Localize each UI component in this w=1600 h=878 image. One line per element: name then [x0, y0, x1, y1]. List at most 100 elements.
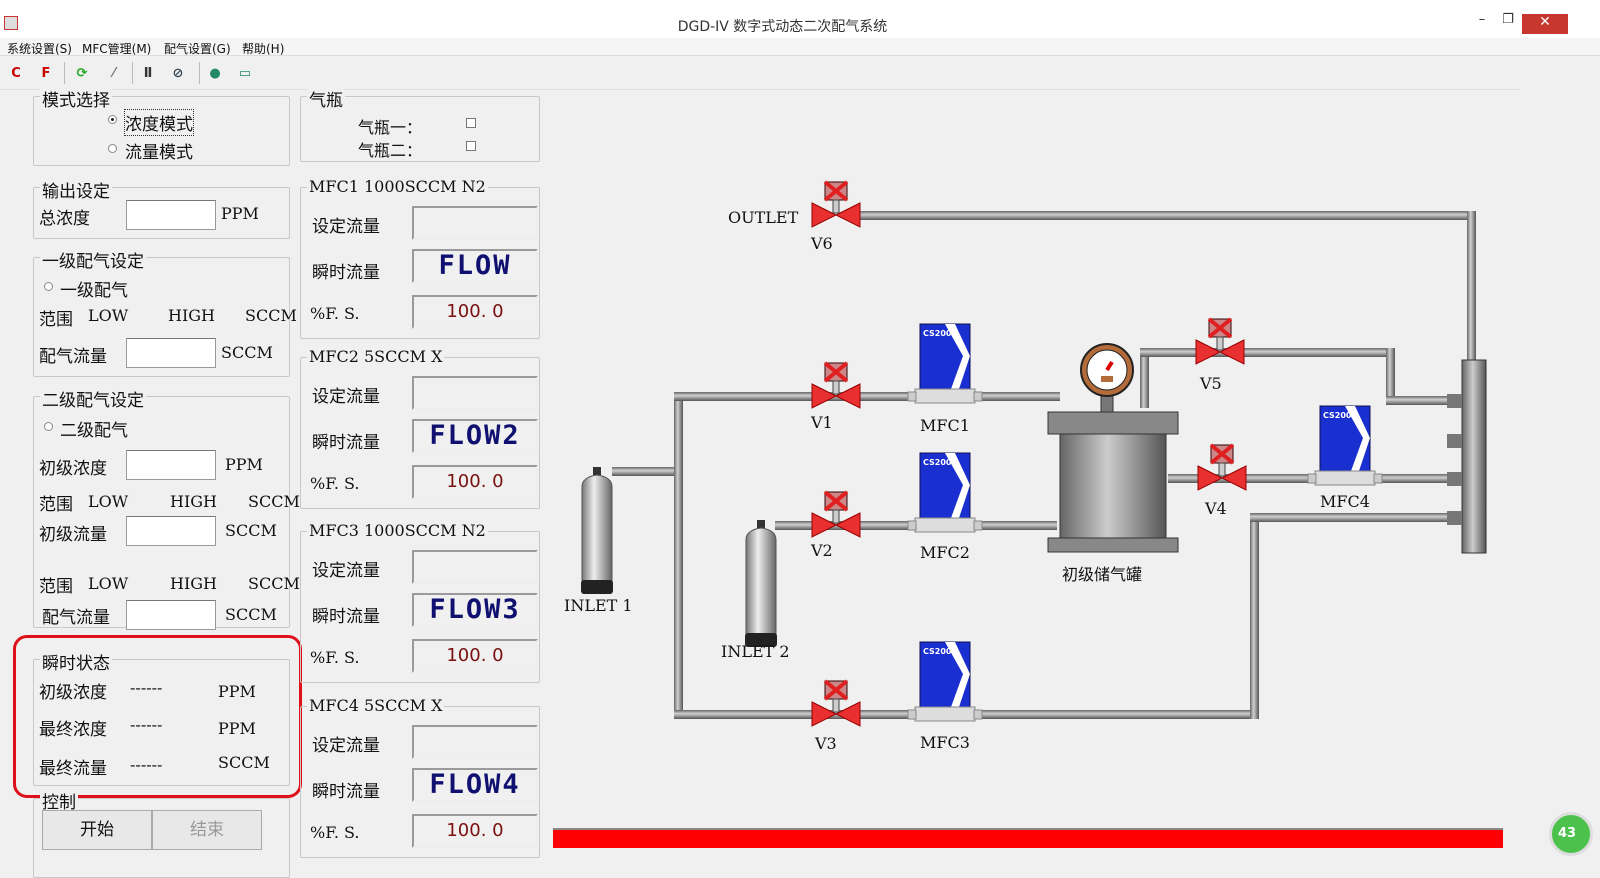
mfc1-fs-label: %F. S. [310, 304, 360, 323]
inlet-1-label: INLET 1 [564, 596, 633, 615]
stage1-radio-label[interactable]: 一级配气 [60, 281, 128, 301]
status-group: 瞬时状态 [33, 649, 290, 786]
status-final-flow-value: ------ [130, 755, 163, 774]
mfc1-model-label: CS200 [923, 329, 952, 338]
status-final-flow-label: 最终流量 [39, 759, 107, 779]
stage2-range2-unit: SCCM [248, 574, 300, 593]
flow-mode-label[interactable]: 流量模式 [125, 143, 193, 163]
v4-label: V4 [1204, 499, 1227, 518]
stage2-conc-unit: PPM [225, 455, 263, 474]
stage2-init-flow-unit: SCCM [225, 521, 277, 540]
mfc3-inst-display: FLOW3 [412, 593, 538, 627]
mfc1-group: MFC1 1000SCCM N2 [300, 177, 540, 339]
disconnect-icon[interactable]: ⊘ [172, 66, 184, 81]
concentration-mode-radio[interactable] [108, 115, 117, 124]
valve-v3-icon[interactable] [810, 679, 862, 728]
cylinder-group: 气瓶 [300, 86, 540, 162]
v5-label: V5 [1199, 374, 1222, 393]
valve-v4-icon[interactable] [1196, 443, 1248, 492]
menu-help[interactable]: 帮助(H) [242, 42, 285, 56]
config-f-icon[interactable]: F [41, 66, 51, 81]
menu-mfc-management[interactable]: MFC管理(M) [82, 42, 152, 56]
total-conc-input[interactable] [126, 200, 216, 230]
v2-label: V2 [810, 541, 833, 560]
mfc2-set-label: 设定流量 [312, 387, 380, 407]
mfc4-icon[interactable]: CS200 [1307, 405, 1383, 486]
stage2-legend: 二级配气设定 [40, 386, 146, 411]
mfc2-label: MFC2 [920, 543, 970, 562]
stage2-range2-label: 范围 [39, 577, 73, 597]
menu-bar: 系统设置(S) MFC管理(M) 配气设置(G) 帮助(H) [0, 38, 1600, 56]
chat-icon[interactable]: ▭ [238, 66, 252, 81]
stage1-range-label: 范围 [39, 310, 73, 330]
valve-v1-icon[interactable] [810, 361, 862, 410]
inlet-1-cylinder-icon [580, 466, 614, 595]
mfc1-icon[interactable]: CS200 [907, 323, 983, 404]
flow-mode-radio[interactable] [108, 144, 117, 153]
cylinder-legend: 气瓶 [307, 86, 345, 111]
restore-button[interactable]: ❐ [1502, 12, 1514, 27]
tool-icon[interactable]: ⁄ [112, 66, 116, 81]
pillar-icon[interactable]: Ⅱ [143, 66, 153, 81]
mfc4-set-label: 设定流量 [312, 736, 380, 756]
minimize-button[interactable]: – [1478, 12, 1486, 27]
mfc3-fs-display: 100. 0 [412, 639, 538, 673]
outlet-label: OUTLET [728, 208, 799, 227]
stage2-flow-label: 配气流量 [42, 608, 110, 628]
stage2-flow-input[interactable] [126, 600, 216, 630]
menu-system-settings[interactable]: 系统设置(S) [7, 42, 72, 56]
mfc3-set-label: 设定流量 [312, 561, 380, 581]
toolbar-separator [64, 62, 65, 84]
close-button[interactable]: ✕ [1522, 14, 1568, 34]
stop-button[interactable]: 结束 [152, 810, 262, 850]
toolbar-separator [199, 62, 200, 84]
status-init-conc-value: ------ [130, 678, 163, 697]
mfc4-group: MFC4 5SCCM X [300, 696, 540, 858]
toolbar: C F ⟳ ⁄ Ⅱ ⊘ ● ▭ [0, 58, 1520, 90]
mfc3-set-input[interactable] [412, 550, 538, 584]
control-group: 控制 [33, 788, 290, 878]
tank: 初级储气罐 [1047, 411, 1179, 584]
mfc3-icon[interactable]: CS200 [907, 641, 983, 722]
mfc2-group: MFC2 5SCCM X [300, 347, 540, 509]
toolbar-separator [132, 62, 133, 84]
start-button[interactable]: 开始 [42, 810, 152, 850]
mfc4-set-input[interactable] [412, 725, 538, 759]
status-final-conc-value: ------ [130, 715, 163, 734]
menu-gas-settings[interactable]: 配气设置(G) [164, 42, 231, 56]
valve-v2-icon[interactable] [810, 490, 862, 539]
mfc2-fs-display: 100. 0 [412, 465, 538, 499]
status-init-conc-unit: PPM [218, 682, 256, 701]
stage2-radio[interactable] [44, 422, 53, 431]
mfc4-title: MFC4 5SCCM X [307, 696, 445, 715]
stage2-init-flow-input[interactable] [126, 516, 216, 546]
mfc2-icon[interactable]: CS200 [907, 452, 983, 533]
stage2-low2: LOW [88, 574, 129, 593]
stage1-radio[interactable] [44, 282, 53, 291]
stage2-conc-input[interactable] [126, 450, 216, 480]
help-icon[interactable]: ● [209, 66, 221, 81]
mfc2-set-input[interactable] [412, 376, 538, 410]
stage1-flow-input[interactable] [126, 338, 216, 368]
stage2-radio-label[interactable]: 二级配气 [60, 421, 128, 441]
concentration-mode-label[interactable]: 浓度模式 [124, 109, 194, 136]
valve-v5-icon[interactable] [1194, 317, 1246, 366]
mfc3-model-label: CS200 [923, 647, 952, 656]
status-final-conc-unit: PPM [218, 719, 256, 738]
mfc3-label: MFC3 [920, 733, 970, 752]
stage2-flow-unit: SCCM [225, 605, 277, 624]
stage1-high: HIGH [168, 306, 216, 325]
config-c-icon[interactable]: C [11, 66, 21, 81]
mfc4-inst-display: FLOW4 [412, 768, 538, 802]
cylinder-2-checkbox[interactable] [466, 141, 476, 151]
valve-v6-icon[interactable] [810, 180, 862, 229]
total-conc-unit: PPM [221, 204, 259, 223]
mfc1-fs-display: 100. 0 [412, 295, 538, 329]
mfc1-set-input[interactable] [412, 206, 538, 240]
cylinder-1-checkbox[interactable] [466, 118, 476, 128]
stage2-high: HIGH [170, 492, 218, 511]
v1-label: V1 [810, 413, 833, 432]
mfc4-inst-label: 瞬时流量 [312, 782, 380, 802]
mfc4-fs-display: 100. 0 [412, 814, 538, 848]
refresh-icon[interactable]: ⟳ [76, 66, 88, 81]
